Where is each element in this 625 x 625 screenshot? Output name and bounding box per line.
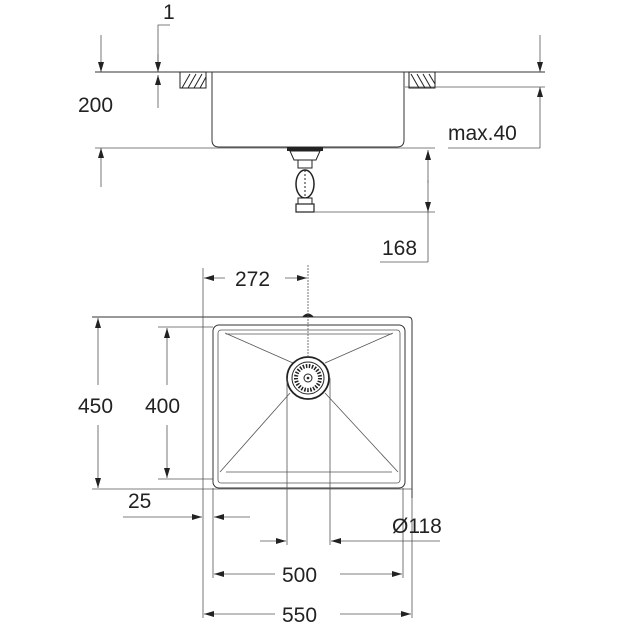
dim-272-label: 272: [235, 268, 270, 291]
bowl-outer-edge: [212, 324, 406, 489]
dim-inner-depth: 400: [145, 328, 180, 478]
waste-fitting-icon: [287, 147, 323, 213]
dim-1-label: 1: [163, 1, 175, 24]
dim-countertop: max.40: [448, 35, 543, 149]
dim-outer-depth: 450: [78, 318, 113, 488]
dim-max40-label: max.40: [448, 122, 517, 145]
dim-168-label: 168: [382, 237, 417, 260]
bowl-inner-edge: [217, 329, 401, 484]
drain-strainer-icon: [286, 356, 330, 400]
dim-450-label: 450: [78, 395, 113, 418]
dim-outer-width: 550: [204, 604, 411, 625]
side-view: 1 200 max.40 168: [78, 1, 545, 263]
dim-waste-height: 168: [380, 150, 431, 263]
dim-200-label: 200: [78, 94, 113, 117]
dim-500-label: 500: [282, 564, 317, 587]
dim-flange-width: 25: [123, 490, 250, 520]
left-counter-hatch: [179, 71, 207, 89]
dim-400-label: 400: [145, 395, 180, 418]
center-mark: [302, 313, 314, 317]
slope-line-br: [324, 392, 399, 473]
dim-550-label: 550: [282, 604, 317, 625]
dim-25-label: 25: [128, 490, 151, 513]
slope-line-bl: [219, 392, 291, 473]
slope-line-tr: [324, 332, 394, 364]
dim-inner-width: 500: [214, 564, 402, 587]
top-view: 272 450 400 25 Ø118 500: [78, 265, 442, 625]
outer-flange: [92, 316, 413, 498]
dim-rim-thickness: 1: [155, 1, 175, 108]
dim-drain-offset: 272: [204, 268, 307, 291]
dim-118-label: Ø118: [392, 515, 442, 538]
dim-bowl-depth: 200: [78, 35, 113, 187]
right-counter-hatch: [408, 71, 436, 89]
slope-line-tl: [224, 332, 294, 364]
dim-drain-diameter: Ø118: [260, 515, 442, 544]
bowl-profile: [211, 72, 405, 148]
